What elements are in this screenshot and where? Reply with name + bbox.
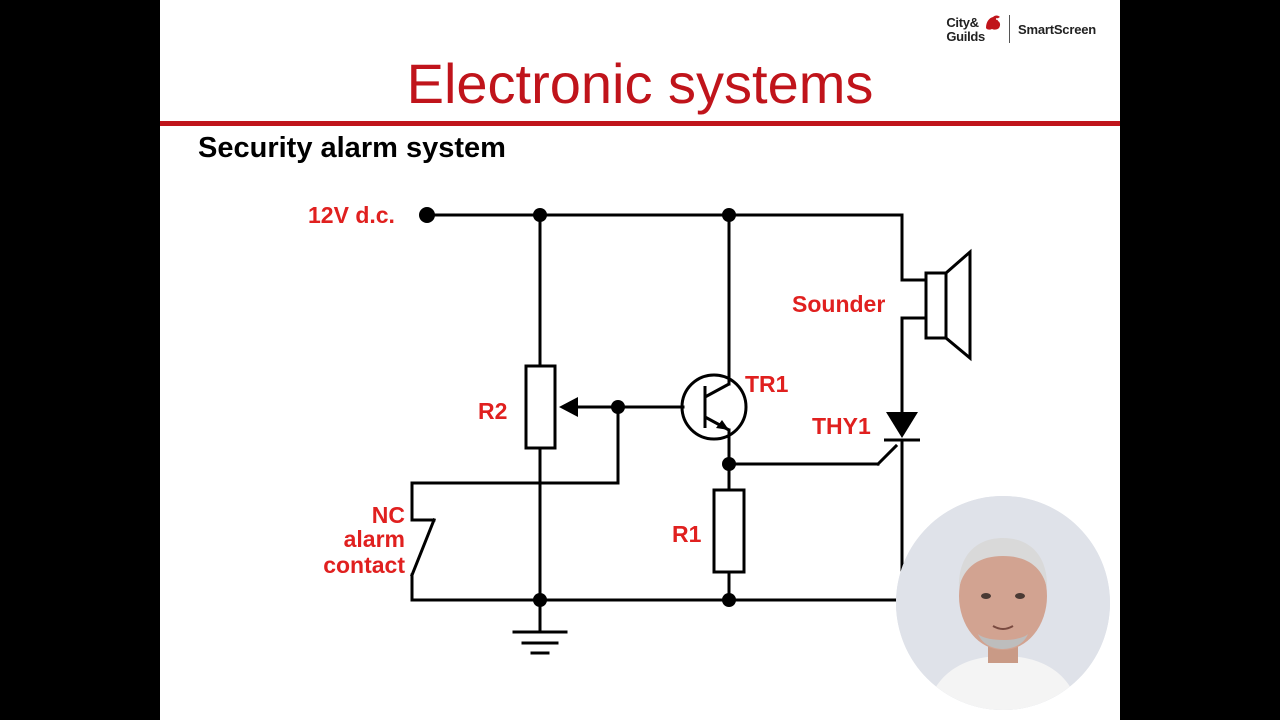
junction-dots [419, 207, 736, 607]
sounder-cone [944, 248, 972, 362]
slide-subtitle: Security alarm system [198, 132, 506, 164]
supply-label: 12V d.c. [308, 202, 395, 228]
junction-ground [533, 593, 547, 607]
nc-contact-blade [410, 518, 436, 577]
r1-resistor [712, 488, 746, 574]
tr1-collector-lead [704, 382, 730, 399]
alarm-circuit-diagram: 12V d.c. Sounder R2 TR1 THY1 NC alarm co… [308, 202, 972, 655]
thy1-thyristor [884, 412, 920, 442]
sounder-body [924, 271, 948, 340]
nc-label-line2: alarm [344, 526, 405, 552]
lion-crest-icon [985, 15, 1001, 30]
sounder-icon [924, 248, 972, 362]
logo-divider [1008, 15, 1010, 43]
r2-wiper-arrow [559, 397, 578, 417]
junction-r2-top [533, 208, 547, 222]
r2-label: R2 [478, 398, 507, 424]
thy1-triangle [886, 412, 918, 438]
junction-emitter [722, 457, 736, 471]
supply-terminal [419, 207, 435, 223]
junction-collector-top [722, 208, 736, 222]
r2-potentiometer [524, 364, 578, 450]
smartscreen-logo-text: SmartScreen [1017, 21, 1096, 37]
tr1-envelope [680, 373, 748, 441]
nc-label-line3: contact [323, 552, 405, 578]
slide: City& Guilds SmartScreen Electronic syst… [160, 0, 1120, 720]
tr1-label: TR1 [745, 371, 789, 397]
city-guilds-logo: City& Guilds [946, 14, 1001, 44]
presenter-webcam [896, 496, 1110, 710]
logo-brand-line2: Guilds [946, 28, 985, 44]
thy1-label: THY1 [812, 413, 871, 439]
presenter-avatar [896, 496, 1110, 710]
logo-brand-line1: City& [946, 14, 979, 30]
tr1-emitter-arrow [716, 420, 729, 430]
r2-body [524, 364, 557, 450]
nc-label-line1: NC [372, 502, 405, 528]
gate-lead [875, 443, 899, 467]
tr1-transistor [680, 373, 748, 441]
r1-label: R1 [672, 521, 702, 547]
junction-r1-bottom [722, 593, 736, 607]
sounder-label: Sounder [792, 291, 885, 317]
city-guilds-smartscreen-logo: City& Guilds SmartScreen [946, 12, 1096, 46]
title-rule [160, 121, 1120, 126]
junction-wiper [611, 400, 625, 414]
slide-title: Electronic systems [406, 52, 874, 115]
